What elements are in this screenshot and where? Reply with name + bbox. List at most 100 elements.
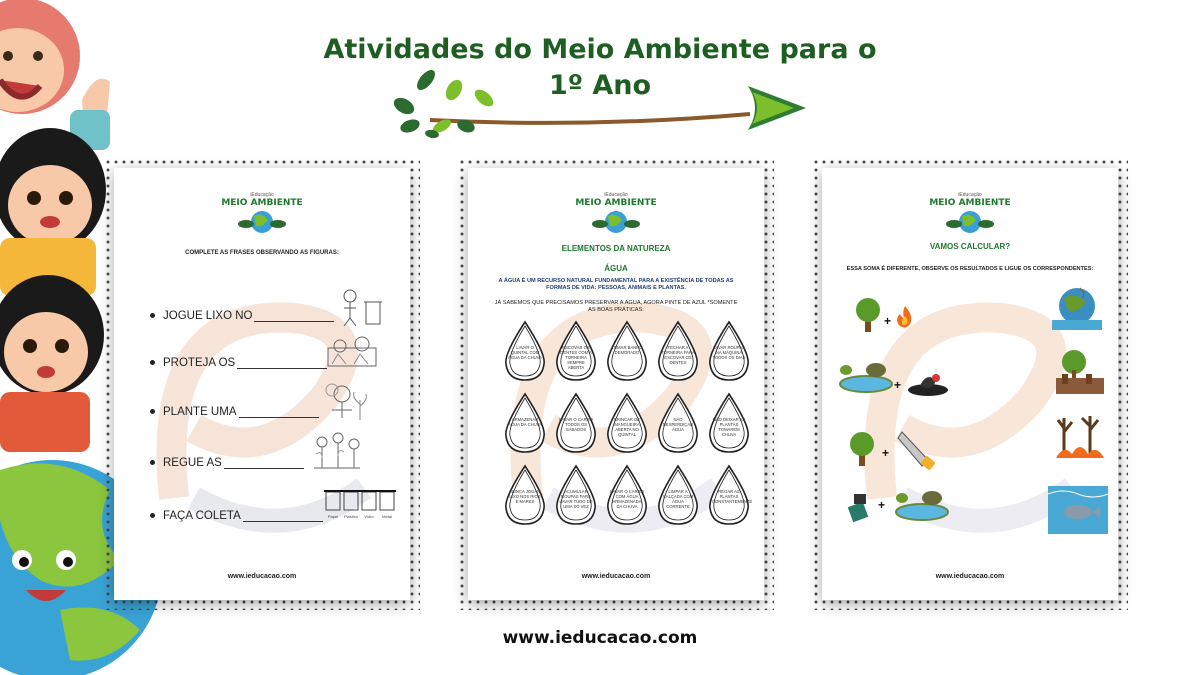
water-drop-icon: [658, 392, 698, 453]
sentence-item: PROTEJA OS: [150, 357, 328, 369]
water-drop[interactable]: NÃO DEIXAR AS PLANTAS TOMAREM CHUVA: [706, 392, 752, 454]
section-title: VAMOS CALCULAR?: [929, 242, 1011, 251]
water-drop[interactable]: NUNCA JOGAR LIXO NOS RIOS E MARES: [502, 464, 548, 526]
brand-title: MEIO AMBIENTE: [221, 198, 303, 208]
worksheet-water-elements: iEducação MEIO AMBIENTE ELEMENTOS DA NAT…: [458, 158, 774, 610]
water-drop-icon: [505, 392, 545, 453]
bin-label: Metal: [382, 514, 392, 519]
plus-sign: +: [878, 498, 886, 512]
sentence-item: JOGUE LIXO NO: [150, 310, 335, 322]
water-drop[interactable]: ESCOVAR OS DENTES COM A TORNEIRA SEMPRE …: [553, 320, 599, 382]
drop-label: LAVAR ROUPAS NA MÁQUINA TODOS OS DIAS: [712, 345, 746, 360]
water-drop-icon: [607, 320, 647, 381]
burned-forest-icon: [1056, 416, 1104, 458]
saw-icon: [897, 431, 935, 470]
drop-label: LIMPAR A CALÇADA COM ÁGUA CORRENTE: [662, 489, 694, 509]
polluted-sea-icon: [1048, 486, 1108, 534]
water-drop-icon: [709, 392, 749, 453]
answer-line[interactable]: [254, 312, 335, 322]
worksheet-complete-sentences: iEducação MEIO AMBIENTE COMPLETE AS FRAS…: [104, 158, 420, 610]
water-drop[interactable]: ARMAZENAR ÁGUA DA CHUVA: [502, 392, 548, 454]
brand-title: MEIO AMBIENTE: [929, 198, 1011, 208]
drop-label: NÃO DEIXAR AS PLANTAS TOMAREM CHUVA: [712, 417, 746, 437]
water-drop-icon: [709, 464, 749, 525]
answer-line[interactable]: [223, 459, 304, 469]
water-drop[interactable]: LAVAR ROUPAS NA MÁQUINA TODOS OS DIAS: [706, 320, 752, 382]
brand-small: iEducação: [958, 192, 982, 198]
water-drop-icon: [607, 464, 647, 525]
water-drop-icon: [658, 320, 698, 381]
water-drop[interactable]: BRINCAR DE MANGUEIRA ABERTA NO QUINTAL: [604, 392, 650, 454]
fire-icon: [897, 306, 912, 328]
water-drop-icon: [556, 392, 596, 453]
website-link[interactable]: www.ieducacao.com: [502, 628, 698, 648]
sheet-footer: www.ieducacao.com: [935, 573, 1005, 580]
drop-label: ESCOVAR OS DENTES COM A TORNEIRA SEMPRE …: [560, 345, 592, 370]
water-drop-icon: [505, 320, 545, 381]
answer-line[interactable]: [238, 408, 319, 418]
intro-paragraph: A ÁGUA É UM RECURSO NATURAL FUNDAMENTAL …: [498, 278, 734, 291]
tree-icon: [850, 432, 874, 466]
sentence-item: PLANTE UMA: [150, 406, 319, 418]
flowers-icon: [314, 432, 360, 469]
water-drop-icon: [556, 464, 596, 525]
watermark-e-icon: [156, 302, 372, 533]
title-line-1: Atividades do Meio Ambiente para o: [323, 34, 877, 65]
drop-label: FECHAR A TORNEIRA PARA ESCOVAR OS DENTES: [661, 345, 695, 365]
answer-line[interactable]: [242, 512, 323, 522]
brand-small: iEducação: [604, 192, 628, 198]
drop-label: LAVAR O CARRO COM ÁGUA ARMAZENADA DA CHU…: [610, 489, 644, 509]
water-drop[interactable]: LAVAR O QUINTAL COM ÁGUA DA CHUVA: [502, 320, 548, 382]
worksheet-page-1: iEducação MEIO AMBIENTE COMPLETE AS FRAS…: [114, 168, 410, 600]
water-drop[interactable]: TOMAR BANHO DEMORADO: [604, 320, 650, 382]
drop-label: NUNCA JOGAR LIXO NOS RIOS E MARES: [509, 489, 541, 504]
plus-sign: +: [884, 314, 892, 328]
globe-logo-icon: [592, 211, 640, 233]
water-drop[interactable]: LIMPAR A CALÇADA COM ÁGUA CORRENTE: [655, 464, 701, 526]
instruction: JÁ SABEMOS QUE PRECISAMOS PRESERVAR A ÁG…: [494, 300, 738, 313]
water-drop[interactable]: FECHAR A TORNEIRA PARA ESCOVAR OS DENTES: [655, 320, 701, 382]
sheet-footer: www.ieducacao.com: [227, 573, 297, 580]
oil-spill-icon: [908, 374, 948, 396]
lake-icon: [839, 363, 893, 393]
water-drop[interactable]: NÃO DESPERDIÇAR ÁGUA: [655, 392, 701, 454]
tree-icon: [856, 298, 880, 332]
brand-small: iEducação: [250, 192, 274, 198]
bin-label: Plástico: [344, 514, 359, 519]
water-drop-icon: [709, 320, 749, 381]
instruction: ESSA SOMA É DIFERENTE, OBSERVE OS RESULT…: [846, 266, 1094, 272]
trash-bin-icon: [343, 289, 382, 327]
animals-icon: [327, 336, 377, 367]
bin-label: Vidro: [364, 514, 374, 519]
brand-title: MEIO AMBIENTE: [575, 198, 657, 208]
water-drop[interactable]: REGAR AS PLANTAS CONSTANTEMENTE: [706, 464, 752, 526]
drop-label: ARMAZENAR ÁGUA DA CHUVA: [508, 417, 542, 427]
drop-label: LAVAR O QUINTAL COM ÁGUA DA CHUVA: [508, 345, 542, 360]
page-title: Atividades do Meio Ambiente para o 1º An…: [300, 32, 900, 104]
deforestation-icon: [1056, 350, 1104, 394]
planting-icon: [325, 383, 367, 420]
section-subheading: ÁGUA: [604, 264, 628, 273]
water-drop-icon: [658, 464, 698, 525]
sentence-item: FAÇA COLETA: [150, 510, 323, 522]
worksheet-page-3: iEducação MEIO AMBIENTE VAMOS CALCULAR? …: [822, 168, 1118, 600]
drop-label: LAVAR O CARRO TODOS OS SÁBADOS: [559, 417, 593, 432]
lake-icon: [895, 491, 949, 521]
water-drop-icon: [607, 392, 647, 453]
instruction: COMPLETE AS FRASES OBSERVANDO AS FIGURAS…: [185, 250, 339, 256]
drop-label: BRINCAR DE MANGUEIRA ABERTA NO QUINTAL: [614, 417, 640, 437]
section-heading: ELEMENTOS DA NATUREZA: [561, 244, 671, 253]
answer-line[interactable]: [237, 359, 328, 369]
sentence-item: REGUE AS: [150, 457, 304, 469]
recycling-bins-icon: Papel Plástico Vidro Metal: [324, 490, 396, 519]
worksheet-page-2: iEducação MEIO AMBIENTE ELEMENTOS DA NAT…: [468, 168, 764, 600]
water-drop[interactable]: ACUMULAR ROUPAS PARA LAVAR TUDO DE UMA S…: [553, 464, 599, 526]
drop-label: NÃO DESPERDIÇAR ÁGUA: [662, 417, 694, 432]
worksheet-calculate: iEducação MEIO AMBIENTE VAMOS CALCULAR? …: [812, 158, 1128, 610]
drop-label: REGAR AS PLANTAS CONSTANTEMENTE: [712, 489, 753, 504]
water-drop[interactable]: LAVAR O CARRO TODOS OS SÁBADOS: [553, 392, 599, 454]
water-drop[interactable]: LAVAR O CARRO COM ÁGUA ARMAZENADA DA CHU…: [604, 464, 650, 526]
globe-logo-icon: [946, 211, 994, 233]
kids-illustration-icon: [0, 0, 172, 675]
water-drop-icon: [556, 320, 596, 381]
